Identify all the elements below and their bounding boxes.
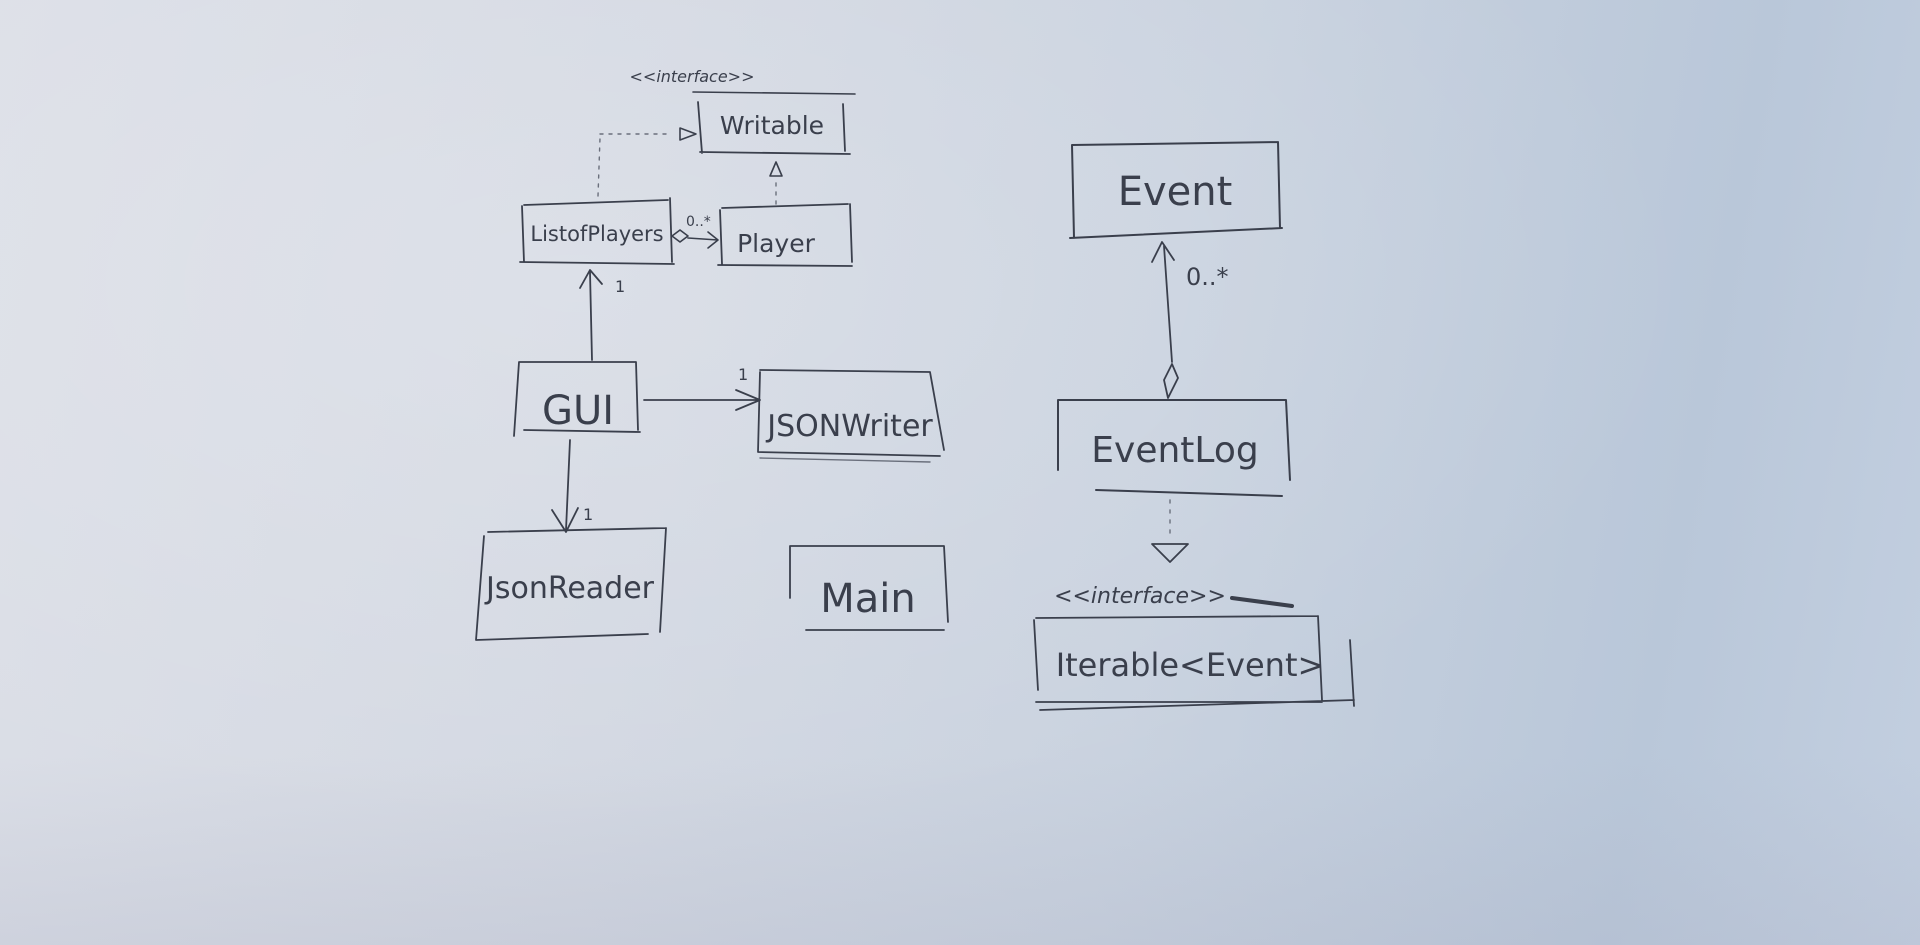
association-gui-to-reader: 1 [551,439,593,533]
multiplicity-list-to-player: 0..* [686,214,711,230]
association-line-gui-list [579,269,603,361]
json-writer-name: JSONWriter [765,409,933,444]
writable-stereotype: <<interface>> [630,67,755,86]
class-writable[interactable]: <<interface>> Writable [630,67,856,155]
class-player[interactable]: Player [717,203,853,267]
multiplicity-gui-to-list: 1 [615,277,625,296]
iterable-box [1033,615,1355,711]
class-iterable-event[interactable]: <<interface>> Iterable<Event> [1033,584,1355,711]
class-list-of-players[interactable]: ListofPlayers [519,197,675,265]
json-reader-name: JsonReader [484,571,655,606]
iterable-scribble [1230,596,1294,608]
class-event[interactable]: Event [1069,141,1283,239]
class-event-log[interactable]: EventLog [1057,399,1291,497]
main-box [789,545,949,631]
class-json-reader[interactable]: JsonReader [475,527,667,641]
multiplicity-eventlog-to-event: 0..* [1186,263,1229,291]
aggregation-line-eventlog [1151,241,1175,363]
gui-box [513,361,641,437]
json-writer-box [757,369,945,457]
class-main[interactable]: Main [789,545,949,631]
association-line-gui-writer [643,389,761,411]
event-log-box [1057,399,1291,497]
json-writer-underline [759,457,931,463]
realization-list-to-writable [597,127,697,197]
writable-name: Writable [720,111,824,140]
iterable-name: Iterable<Event> [1056,646,1325,684]
realization-player-to-writable [769,161,783,205]
iterable-stereotype: <<interface>> [1054,584,1226,609]
realization-line-list [597,133,673,197]
player-box [717,203,853,267]
association-gui-to-list: 1 [579,269,625,361]
multiplicity-gui-to-writer: 1 [738,365,748,384]
main-name: Main [820,576,916,622]
class-gui[interactable]: GUI [513,361,641,437]
multiplicity-gui-to-reader: 1 [583,505,593,524]
aggregation-diamond-eventlog [1163,363,1179,399]
realization-arrowhead-eventlog [1151,543,1189,563]
aggregation-line [687,231,719,249]
realization-arrowhead-list [679,127,697,141]
aggregation-list-to-player: 0..* [671,214,719,249]
realization-arrowhead-player [769,161,783,177]
aggregation-eventlog-to-event: 0..* [1151,241,1229,399]
association-gui-to-writer: 1 [643,365,761,411]
writable-top-line [692,91,856,95]
event-log-name: EventLog [1091,430,1258,471]
writable-box [697,101,851,155]
player-name: Player [737,229,816,258]
json-reader-box [475,527,667,641]
gui-name: GUI [542,388,614,434]
class-json-writer[interactable]: JSONWriter [757,369,945,463]
event-box [1069,141,1283,239]
aggregation-diamond [671,229,689,243]
event-name: Event [1118,169,1233,215]
list-of-players-box [519,197,675,265]
list-of-players-name: ListofPlayers [530,222,663,246]
realization-eventlog-to-iterable [1151,499,1189,563]
association-line-gui-reader [551,439,579,533]
